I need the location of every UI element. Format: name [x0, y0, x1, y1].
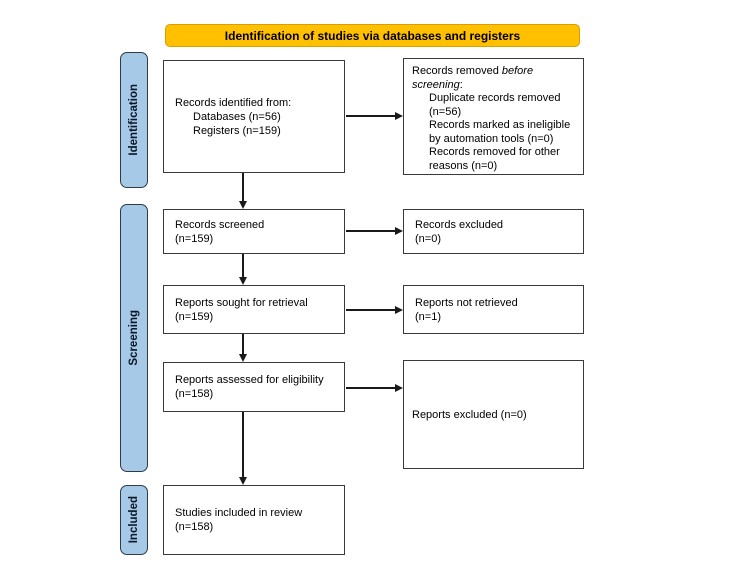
records-identified-line3: Registers (n=159)	[193, 124, 281, 137]
records-removed-heading-suffix: :	[459, 78, 463, 91]
title-banner-label: Identification of studies via databases …	[224, 28, 521, 43]
stage-tab-screening-label: Screening	[128, 310, 140, 366]
box-reports-assessed: Reports assessed for eligibility (n=158)	[163, 362, 345, 412]
records-removed-heading-prefix: Records removed	[412, 65, 502, 77]
records-removed-item-3: Records removed for other reasons (n=0)	[429, 146, 560, 172]
reports-sought-line1: Reports sought for retrieval	[175, 296, 308, 309]
reports-excluded-line1: Reports excluded (n=0)	[412, 408, 527, 421]
box-reports-not-retrieved: Reports not retrieved (n=1)	[403, 285, 584, 334]
records-excluded-line1: Records excluded	[415, 218, 504, 231]
box-studies-included: Studies included in review (n=158)	[163, 485, 345, 555]
title-banner: Identification of studies via databases …	[165, 24, 580, 47]
records-excluded-line2: (n=0)	[415, 232, 441, 245]
reports-sought-line2: (n=159)	[175, 310, 214, 323]
records-removed-item-2: Records marked as ineligible by automati…	[429, 119, 571, 145]
records-removed-heading: Records removed before screening:	[412, 65, 577, 92]
reports-assessed-line1: Reports assessed for eligibility	[175, 374, 324, 386]
stage-tab-identification: Identification	[120, 52, 148, 188]
records-identified-line1: Records identified from:	[175, 96, 292, 109]
box-records-identified: Records identified from: Databases (n=56…	[163, 60, 345, 173]
stage-tab-included-label: Included	[128, 496, 140, 544]
stage-tab-identification-label: Identification	[128, 84, 140, 156]
reports-not-retrieved-line1: Reports not retrieved	[415, 296, 518, 309]
studies-included-line2: (n=158)	[175, 521, 214, 533]
box-records-screened: Records screened (n=159)	[163, 209, 345, 254]
box-records-removed: Records removed before screening: Duplic…	[403, 58, 584, 175]
records-screened-line1: Records screened	[175, 218, 265, 231]
reports-assessed-line2: (n=158)	[175, 388, 214, 400]
box-records-excluded: Records excluded (n=0)	[403, 209, 584, 254]
box-reports-sought: Reports sought for retrieval (n=159)	[163, 285, 345, 334]
records-identified-line2: Databases (n=56)	[193, 110, 281, 123]
stage-tab-screening: Screening	[120, 204, 148, 472]
box-reports-excluded: Reports excluded (n=0)	[403, 360, 584, 469]
reports-not-retrieved-line2: (n=1)	[415, 310, 441, 323]
stage-tab-included: Included	[120, 485, 148, 555]
studies-included-line1: Studies included in review	[175, 507, 303, 519]
records-removed-item-1: Duplicate records removed (n=56)	[429, 92, 561, 118]
records-removed-heading-italic: before screening	[412, 65, 534, 91]
records-screened-line2: (n=159)	[175, 232, 214, 245]
